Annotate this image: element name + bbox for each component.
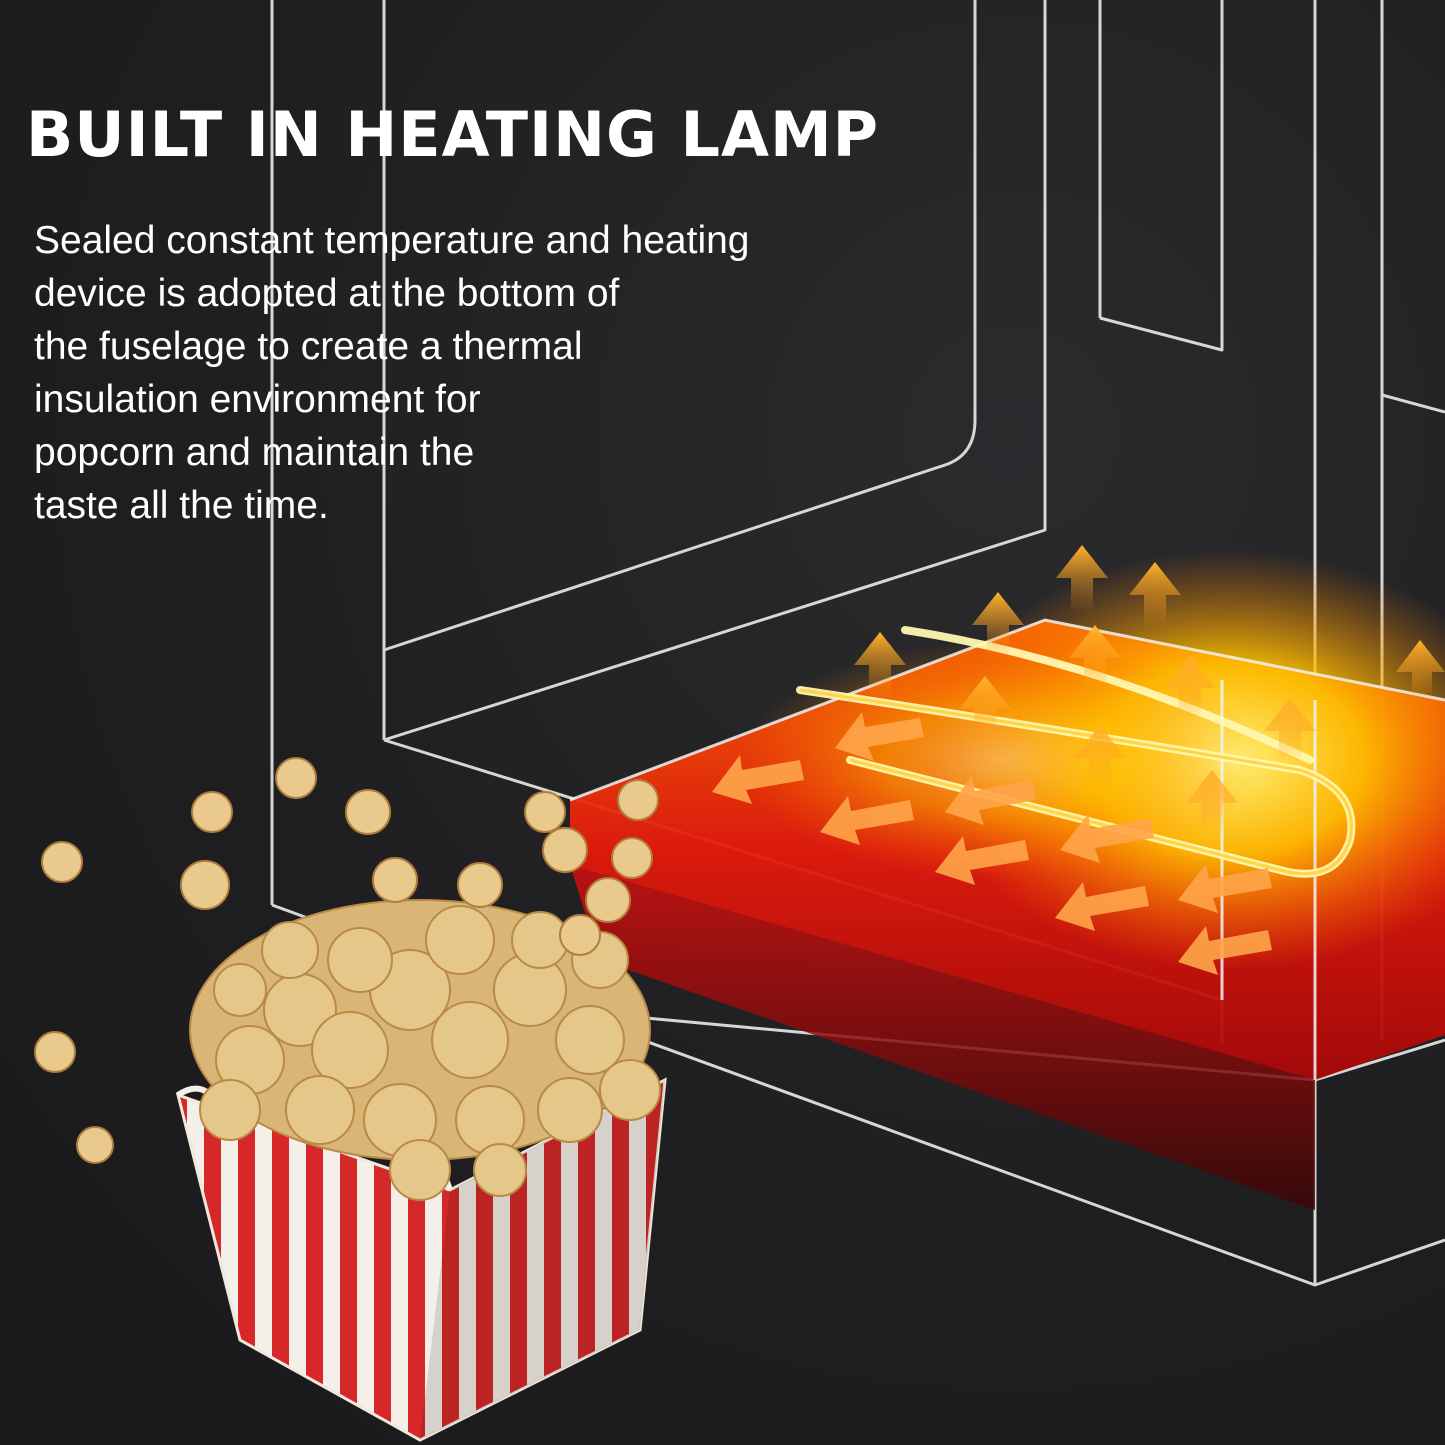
popcorn-pile (189, 899, 661, 1201)
flying-popcorn (34, 757, 659, 1164)
down-left-arrow-icon (945, 776, 1036, 825)
down-left-arrow-icon (820, 796, 914, 845)
up-arrow-icon (1396, 640, 1445, 700)
feature-description: Sealed constant temperature and heating … (34, 214, 914, 532)
down-left-arrow-icon (1178, 864, 1272, 913)
heated-base-side (570, 865, 1315, 1210)
down-left-arrow-icons (712, 712, 1272, 975)
description-line: taste all the time. (34, 484, 329, 527)
up-arrow-icon (1129, 562, 1181, 628)
down-left-arrow-icon (1060, 814, 1154, 863)
up-arrow-icon (1069, 625, 1121, 690)
down-left-arrow-icon (835, 712, 924, 761)
up-arrow-icon (1186, 770, 1238, 835)
up-arrow-icon (854, 632, 906, 698)
down-left-arrow-icon (712, 755, 804, 804)
down-left-arrow-icon (1178, 926, 1272, 975)
down-left-arrow-icon (935, 836, 1029, 885)
up-arrow-icon (1056, 545, 1108, 612)
description-line: popcorn and maintain the (34, 431, 475, 474)
up-arrow-icon (1164, 655, 1216, 720)
up-arrow-icon (1264, 698, 1316, 762)
up-arrow-icon (1074, 725, 1126, 790)
description-line: insulation environment for (34, 378, 481, 421)
description-line: Sealed constant temperature and heating (34, 219, 750, 262)
description-line: the fuselage to create a thermal (34, 325, 583, 368)
up-arrow-icons (854, 545, 1445, 835)
headline: BUILT IN HEATING LAMP (26, 98, 880, 171)
description-line: device is adopted at the bottom of (34, 272, 620, 315)
down-left-arrow-icon (1055, 882, 1149, 931)
up-arrow-icon (959, 676, 1011, 740)
up-arrow-icon (972, 592, 1024, 658)
